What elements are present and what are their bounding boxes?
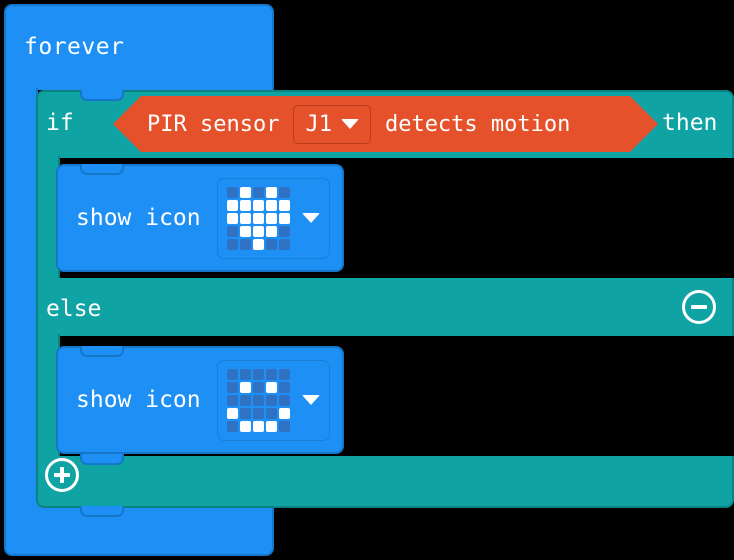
led-pixel-1-2 (252, 381, 264, 393)
add-else-if-button[interactable] (45, 458, 79, 492)
led-pixel-0-4 (278, 368, 290, 380)
chevron-down-icon (301, 395, 320, 405)
led-pixel-4-4 (278, 420, 290, 432)
led-pixel-2-0 (226, 394, 238, 406)
pir-sensor-condition-block[interactable]: PIR sensor J1 detects motion (113, 96, 658, 152)
led-pixel-1-1 (239, 381, 251, 393)
led-pixel-3-0 (226, 225, 238, 237)
led-pixel-2-0 (226, 212, 238, 224)
led-pixel-0-4 (278, 186, 290, 198)
led-pixel-3-1 (239, 225, 251, 237)
led-pixel-2-1 (239, 212, 251, 224)
led-pixel-1-2 (252, 199, 264, 211)
else-label: else (46, 296, 102, 322)
led-pixel-2-3 (265, 212, 277, 224)
if-top-notch (80, 90, 124, 101)
chevron-down-icon (301, 213, 320, 223)
led-pixel-0-3 (265, 186, 277, 198)
if-foot-notch (80, 454, 124, 465)
led-pixel-2-4 (278, 394, 290, 406)
if-label: if (46, 110, 74, 136)
if-block-footer[interactable] (36, 454, 734, 517)
show-icon-block-then[interactable]: show icon (56, 164, 344, 272)
forever-block-left-arm[interactable] (4, 88, 38, 520)
led-pixel-4-2 (252, 238, 264, 250)
pir-sensor-prefix-label: PIR sensor (147, 111, 280, 137)
if-bottom-notch (80, 506, 124, 517)
led-pixel-3-2 (252, 225, 264, 237)
led-pixel-1-0 (226, 199, 238, 211)
led-pixel-2-3 (265, 394, 277, 406)
else-bar[interactable] (36, 278, 734, 336)
then-label: then (662, 110, 718, 136)
icon-picker-else[interactable] (216, 359, 330, 441)
led-pixel-4-4 (278, 238, 290, 250)
led-pixel-0-2 (252, 186, 264, 198)
forever-block-header[interactable]: forever (4, 4, 274, 90)
led-pixel-2-4 (278, 212, 290, 224)
led-matrix-sad-face (226, 368, 290, 432)
led-pixel-2-2 (252, 212, 264, 224)
led-pixel-3-3 (265, 407, 277, 419)
led-pixel-4-0 (226, 238, 238, 250)
led-matrix-heart (226, 186, 290, 250)
led-pixel-0-1 (239, 368, 251, 380)
led-pixel-0-3 (265, 368, 277, 380)
show-icon-label: show icon (76, 387, 201, 413)
led-pixel-1-3 (265, 381, 277, 393)
led-pixel-2-1 (239, 394, 251, 406)
led-pixel-1-4 (278, 381, 290, 393)
led-pixel-3-3 (265, 225, 277, 237)
led-pixel-3-4 (278, 407, 290, 419)
show-icon-label: show icon (76, 205, 201, 231)
pir-pin-value: J1 (305, 111, 332, 137)
led-pixel-4-3 (265, 420, 277, 432)
led-pixel-0-1 (239, 186, 251, 198)
led-pixel-3-1 (239, 407, 251, 419)
led-pixel-1-1 (239, 199, 251, 211)
led-pixel-0-2 (252, 368, 264, 380)
led-pixel-3-0 (226, 407, 238, 419)
plus-icon-vertical (60, 467, 64, 483)
show-icon-then-notch (80, 164, 124, 175)
led-pixel-1-4 (278, 199, 290, 211)
led-pixel-3-4 (278, 225, 290, 237)
forever-label: forever (24, 34, 125, 60)
led-pixel-4-3 (265, 238, 277, 250)
minus-icon (691, 305, 707, 309)
led-pixel-0-0 (226, 186, 238, 198)
led-pixel-1-0 (226, 381, 238, 393)
led-pixel-4-1 (239, 420, 251, 432)
led-pixel-4-1 (239, 238, 251, 250)
pir-sensor-suffix-label: detects motion (384, 111, 571, 137)
pir-pin-dropdown[interactable]: J1 (293, 105, 371, 144)
led-pixel-2-2 (252, 394, 264, 406)
led-pixel-1-3 (265, 199, 277, 211)
led-pixel-4-0 (226, 420, 238, 432)
led-pixel-4-2 (252, 420, 264, 432)
led-pixel-3-2 (252, 407, 264, 419)
show-icon-block-else[interactable]: show icon (56, 346, 344, 454)
icon-picker-then[interactable] (216, 177, 330, 259)
chevron-down-icon (341, 119, 359, 129)
show-icon-else-notch (80, 346, 124, 357)
led-pixel-0-0 (226, 368, 238, 380)
remove-else-button[interactable] (682, 290, 716, 324)
